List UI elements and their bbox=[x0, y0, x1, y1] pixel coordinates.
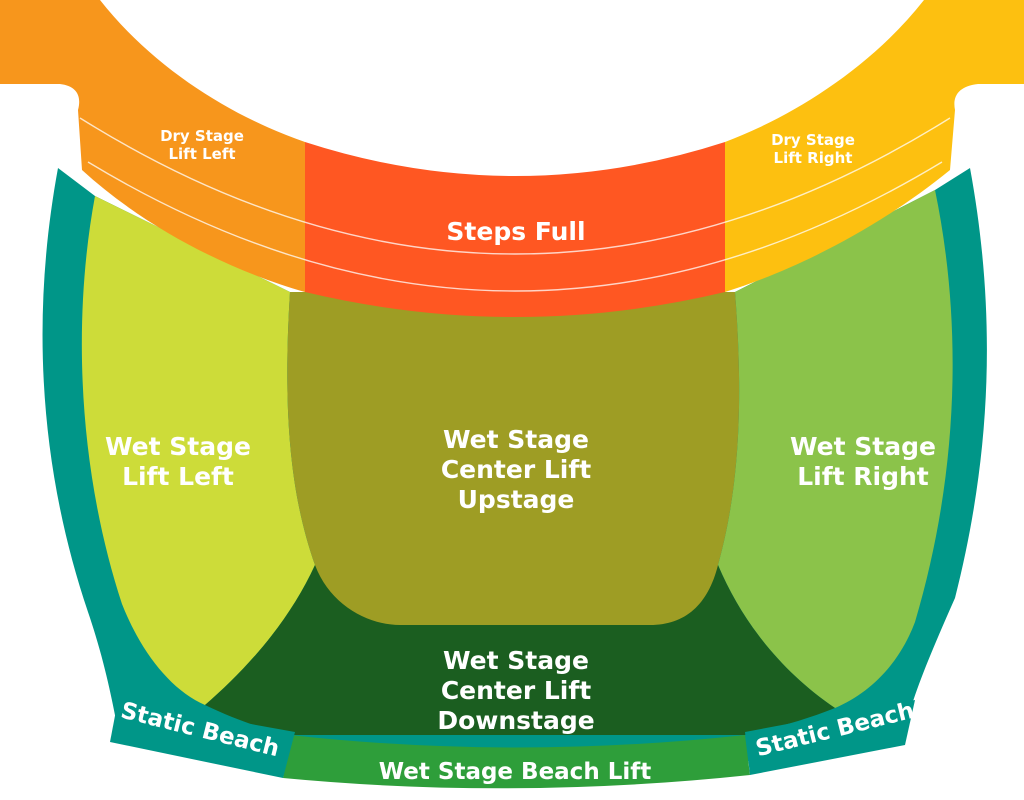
label-line: Upstage bbox=[458, 485, 575, 514]
zone-static-beach-left-cap[interactable] bbox=[110, 700, 295, 778]
zone-static-beach-right-cap[interactable] bbox=[745, 700, 915, 775]
label-line: Center Lift bbox=[441, 676, 591, 705]
zone-dry-stage-lift-right[interactable] bbox=[725, 0, 1024, 292]
label-steps-full: Steps Full bbox=[446, 217, 585, 246]
label-line: Wet Stage bbox=[790, 432, 936, 461]
label-line: Lift Left bbox=[122, 462, 234, 491]
arc-divider-upper bbox=[79, 117, 951, 255]
zone-wet-stage-lift-left[interactable] bbox=[81, 196, 315, 705]
label-line: Wet Stage bbox=[105, 432, 251, 461]
label-line: Steps Full bbox=[446, 217, 585, 246]
arc-divider-lower bbox=[87, 161, 943, 292]
label-line: Wet Stage bbox=[443, 425, 589, 454]
label-wet-stage-beach-lift: Wet Stage Beach Lift bbox=[379, 759, 652, 785]
label-line: Wet Stage Beach Lift bbox=[379, 759, 652, 785]
zone-wet-stage-center-lift-upstage[interactable] bbox=[287, 292, 740, 625]
label-line: Dry Stage bbox=[160, 127, 244, 145]
label-line: Wet Stage bbox=[443, 646, 589, 675]
zone-dry-stage-lift-left[interactable] bbox=[0, 0, 305, 292]
zone-steps-full[interactable] bbox=[305, 142, 725, 317]
label-line: Lift Left bbox=[168, 145, 235, 163]
label-line: Downstage bbox=[437, 706, 594, 735]
label-line: Lift Right bbox=[797, 462, 929, 491]
label-line: Lift Right bbox=[774, 149, 853, 167]
zone-wet-stage-lift-right[interactable] bbox=[718, 190, 953, 708]
label-line: Center Lift bbox=[441, 455, 591, 484]
zone-wet-stage-beach-lift[interactable] bbox=[283, 735, 750, 789]
label-line: Dry Stage bbox=[771, 131, 855, 149]
